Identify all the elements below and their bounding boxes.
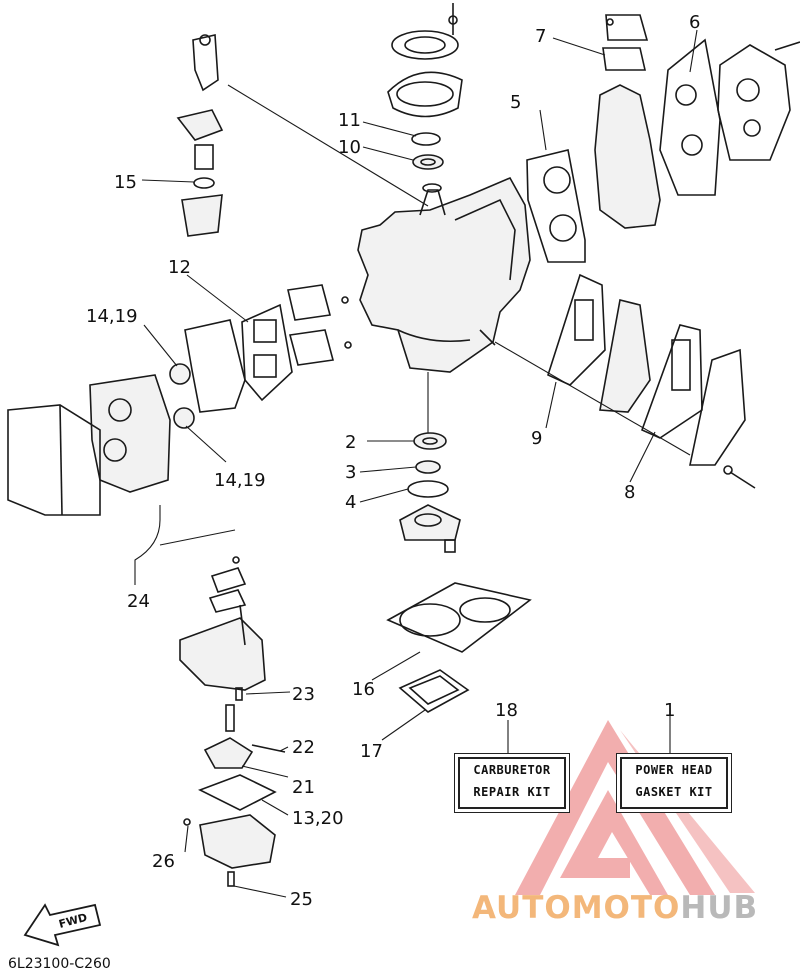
callout-10: 10 xyxy=(338,137,361,158)
callout-1: 1 xyxy=(664,700,675,721)
head-cover-gasket-6 xyxy=(659,38,721,196)
callout-14-19-lower: 14,19 xyxy=(214,470,266,491)
carburetor-kit-line2: REPAIR KIT xyxy=(473,785,551,799)
o-ring-11 xyxy=(411,132,441,146)
cylinder-head-7 xyxy=(594,14,661,229)
carburetor-body xyxy=(89,374,171,493)
carburetor-24-exploded xyxy=(179,556,266,691)
exhaust-cover-inner xyxy=(599,299,651,413)
leader-lines xyxy=(141,29,698,898)
reed-valves xyxy=(287,284,352,366)
diagram-code: 6L23100-C260 xyxy=(8,956,111,972)
callout-11: 11 xyxy=(338,110,361,131)
needle-valve xyxy=(225,704,235,732)
watermark-text: AUTOMOTOHUB xyxy=(472,890,758,926)
seal-14-19-lower xyxy=(173,407,195,429)
jet-23 xyxy=(235,687,243,701)
callout-5: 5 xyxy=(510,92,521,113)
fwd-arrow-icon: FWD xyxy=(23,903,102,947)
callout-18: 18 xyxy=(495,700,518,721)
oil-seal-3 xyxy=(415,460,441,474)
intake-manifold xyxy=(184,319,246,413)
callout-16: 16 xyxy=(352,679,375,700)
float-chamber xyxy=(183,814,276,887)
head-cover xyxy=(717,41,800,161)
bearing-2 xyxy=(413,432,447,450)
callout-23: 23 xyxy=(292,684,315,705)
callout-14-19-upper: 14,19 xyxy=(86,306,138,327)
callout-labels: 1 2 3 4 5 6 7 8 9 10 11 12 14,19 14,19 1… xyxy=(86,12,700,910)
oil-seal-10 xyxy=(412,154,444,170)
fuel-pump-assembly-15 xyxy=(176,34,224,237)
o-ring-4 xyxy=(407,480,449,498)
gasket-16 xyxy=(386,582,532,653)
power-head-kit-line2: GASKET KIT xyxy=(635,785,713,799)
float-chamber-gasket-13-20 xyxy=(198,774,277,811)
power-head-gasket-kit-box: POWER HEAD GASKET KIT xyxy=(620,757,728,809)
callout-4: 4 xyxy=(345,492,356,513)
callout-21: 21 xyxy=(292,777,315,798)
callout-8: 8 xyxy=(624,482,635,503)
gasket-17 xyxy=(398,669,470,713)
callout-2: 2 xyxy=(345,432,356,453)
callout-3: 3 xyxy=(345,462,356,483)
cylinder-head-gasket-5 xyxy=(526,149,586,263)
top-cover-assembly xyxy=(387,3,463,118)
callout-26: 26 xyxy=(152,851,175,872)
seal-14-19-upper xyxy=(169,363,191,385)
exhaust-gasket-9 xyxy=(547,273,606,386)
callout-25: 25 xyxy=(290,889,313,910)
watermark-text-part2: HUB xyxy=(680,890,759,926)
callout-12: 12 xyxy=(168,257,191,278)
carburetor-repair-kit-box: CARBURETOR REPAIR KIT xyxy=(458,757,566,809)
lower-bearing-housing xyxy=(399,504,461,553)
exhaust-outer-cover xyxy=(689,348,756,489)
callout-22: 22 xyxy=(292,737,315,758)
float-21 xyxy=(203,737,254,769)
float-pin-22 xyxy=(251,744,286,753)
callout-6: 6 xyxy=(689,12,700,33)
callout-17: 17 xyxy=(360,741,383,762)
power-head-kit-line1: POWER HEAD xyxy=(635,763,713,777)
callout-13-20: 13,20 xyxy=(292,808,344,829)
bracket-24 xyxy=(134,505,161,585)
callout-7: 7 xyxy=(535,26,546,47)
callout-24: 24 xyxy=(127,591,150,612)
exhaust-gasket-8 xyxy=(640,324,703,439)
bracket-24-top xyxy=(159,529,236,546)
callout-15: 15 xyxy=(114,172,137,193)
carburetor-kit-line1: CARBURETOR xyxy=(473,763,551,777)
watermark-text-part1: AUTOMOTO xyxy=(472,890,681,926)
cylinder-block xyxy=(357,176,531,373)
silencer-cover xyxy=(7,404,101,516)
intake-gasket-12 xyxy=(241,303,293,402)
callout-9: 9 xyxy=(531,428,542,449)
